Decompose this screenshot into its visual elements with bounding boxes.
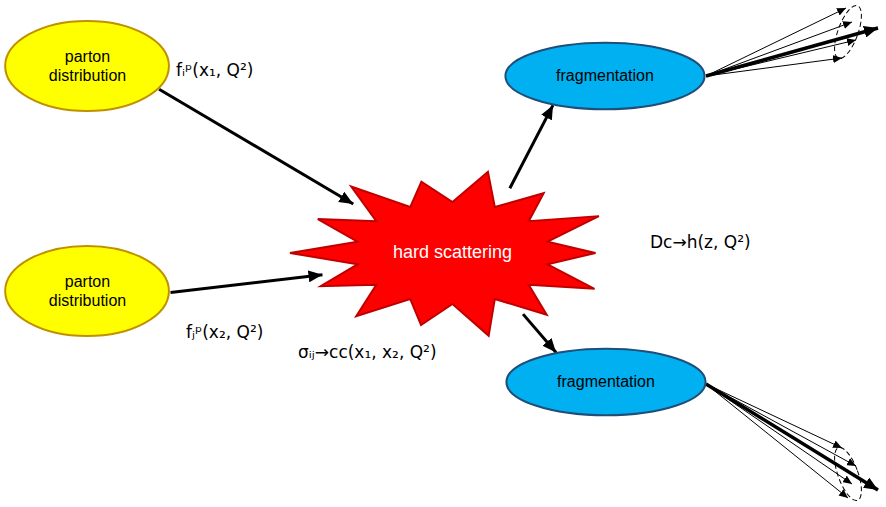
ellipse-shape bbox=[505, 43, 704, 110]
ellipse-shape bbox=[6, 246, 170, 336]
hard-scattering-burst: hard scattering bbox=[290, 168, 615, 338]
node-text-group: hard scattering bbox=[393, 242, 512, 264]
flow-arrow bbox=[523, 314, 556, 352]
particle-track bbox=[706, 384, 842, 448]
burst-shape bbox=[290, 172, 599, 336]
leading-hadron bbox=[706, 28, 878, 76]
jet-cone bbox=[829, 444, 867, 503]
ellipse-outline bbox=[4, 20, 170, 112]
ellipse-shape bbox=[506, 349, 705, 416]
fragmentation-ellipse: fragmentation bbox=[504, 42, 706, 110]
ellipse-shape bbox=[6, 21, 170, 111]
parton-ellipse: parton distribution bbox=[4, 20, 170, 112]
fragmentation-ellipse: fragmentation bbox=[505, 348, 707, 416]
node-text-group: parton distribution bbox=[32, 272, 144, 310]
parton-ellipse: parton distribution bbox=[4, 245, 170, 337]
flow-arrow bbox=[159, 89, 353, 204]
flow-arrow bbox=[510, 105, 553, 188]
node-label: parton distribution bbox=[32, 47, 144, 85]
leading-hadron bbox=[706, 384, 878, 490]
particle-track bbox=[706, 22, 852, 76]
particle-track bbox=[706, 384, 848, 498]
formula-label: fⱼᵖ(x₂, Q²) bbox=[184, 322, 265, 342]
ellipse-outline bbox=[4, 245, 170, 337]
formula-label: Dc→h(z, Q²) bbox=[648, 232, 753, 252]
lower-jet bbox=[706, 384, 878, 504]
flow-arrow bbox=[170, 275, 322, 293]
node-label: fragmentation bbox=[556, 66, 654, 85]
particle-track bbox=[706, 58, 842, 76]
node-label: hard scattering bbox=[393, 242, 512, 264]
node-text-group: parton distribution bbox=[32, 47, 144, 85]
upper-jet bbox=[706, 2, 878, 76]
formula-label: σᵢⱼ→cc(x₁, x₂, Q²) bbox=[296, 342, 439, 362]
node-text-group: fragmentation bbox=[556, 66, 654, 85]
node-label: fragmentation bbox=[557, 372, 655, 391]
node-label: parton distribution bbox=[32, 272, 144, 310]
node-text-group: fragmentation bbox=[557, 372, 655, 391]
formula-label: fᵢᵖ(x₁, Q²) bbox=[174, 60, 255, 80]
